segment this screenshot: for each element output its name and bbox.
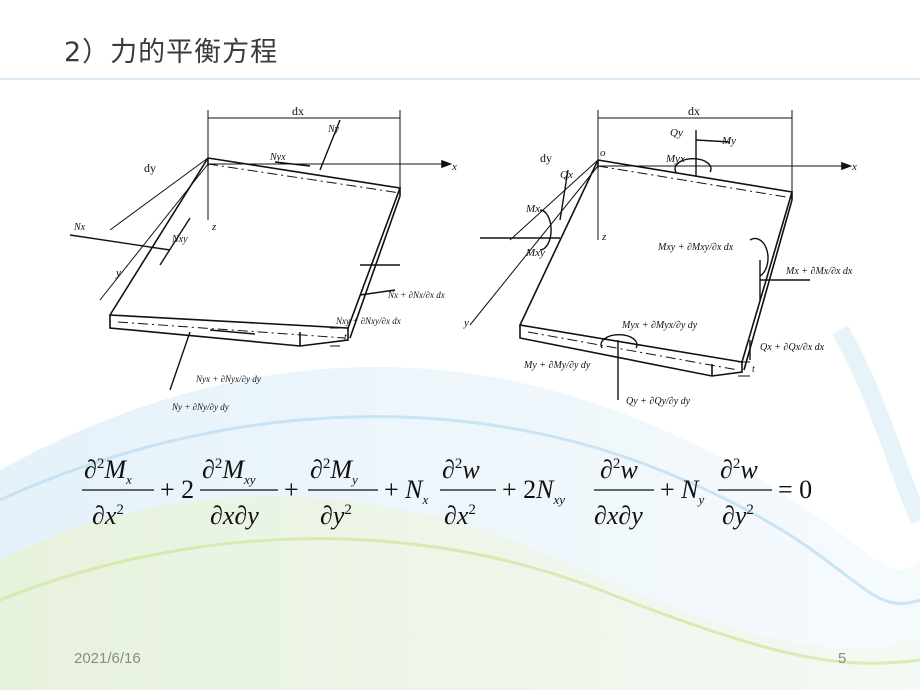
svg-text:+ 2: + 2 (160, 475, 194, 504)
right-label-my: My (721, 135, 736, 147)
left-label-nx: Nx (73, 222, 86, 233)
right-label-mx: Mx (525, 203, 540, 215)
right-label-myx-plus: Myx + ∂Myx/∂y dy (621, 320, 698, 331)
svg-text:∂x2: ∂x2 (444, 501, 476, 530)
svg-text:∂x2: ∂x2 (92, 501, 124, 530)
svg-text:∂2My: ∂2My (310, 455, 358, 487)
right-label-myx: Myx (665, 153, 685, 165)
left-label-nx-plus: Nx + ∂Nx/∂x dx (387, 290, 445, 300)
right-plate-figure: dx dy o x y z Qy My Myx Qx Mx Mxy Mxy + … (463, 104, 857, 407)
slide-title: 2）力的平衡方程 (64, 37, 279, 68)
left-label-nxy-plus: Nxy + ∂Nxy/∂x dx (335, 316, 401, 326)
right-label-qy-plus: Qy + ∂Qy/∂y dy (626, 396, 691, 407)
svg-text:∂x∂y: ∂x∂y (210, 501, 259, 530)
svg-text:+: + (284, 475, 299, 504)
right-label-t: t (752, 364, 755, 375)
svg-text:+ Nx: + Nx (384, 475, 429, 507)
equilibrium-equation: ∂2Mx ∂x2 + 2 ∂2Mxy ∂x∂y + ∂2My ∂y2 + Nx … (82, 455, 812, 530)
left-plate-figure: dx dy x y z Ny Nyx Nx Nxy Nx + ∂Nx/∂x dx… (69, 104, 457, 412)
left-dim-dy: dy (144, 161, 156, 175)
right-axis-x: x (851, 161, 857, 173)
left-dim-dx: dx (292, 104, 304, 118)
svg-text:∂2w: ∂2w (600, 455, 638, 484)
left-label-nyx-plus: Nyx + ∂Nyx/∂y dy (195, 374, 261, 384)
right-dim-dx: dx (688, 104, 700, 118)
svg-text:∂y2: ∂y2 (320, 501, 352, 530)
title-band (0, 0, 920, 80)
right-dim-dy: dy (540, 151, 552, 165)
left-label-nyx: Nyx (269, 152, 286, 163)
svg-text:+ Ny: + Ny (660, 475, 705, 507)
left-axis-y: y (115, 267, 121, 279)
left-label-ny: Ny (327, 124, 340, 135)
left-label-t: t (344, 332, 347, 343)
right-label-qx-plus: Qx + ∂Qx/∂x dx (760, 342, 825, 353)
right-label-mx-plus: Mx + ∂Mx/∂x dx (785, 266, 853, 277)
svg-text:∂x∂y: ∂x∂y (594, 501, 643, 530)
right-label-mxy: Mxy (525, 247, 545, 259)
svg-text:∂2Mxy: ∂2Mxy (202, 455, 256, 487)
footer-date: 2021/6/16 (74, 650, 141, 667)
right-axis-z: z (601, 231, 607, 243)
right-label-mxy-plus: Mxy + ∂Mxy/∂x dx (657, 242, 734, 253)
svg-text:∂y2: ∂y2 (722, 501, 754, 530)
right-origin: o (600, 147, 606, 159)
left-axis-z: z (211, 221, 217, 233)
left-label-nxy: Nxy (171, 234, 188, 245)
right-label-qy: Qy (670, 127, 683, 139)
left-axis-x: x (451, 161, 457, 173)
svg-text:+ 2Nxy: + 2Nxy (502, 475, 565, 507)
right-axis-y: y (463, 317, 469, 329)
page-number: 5 (838, 650, 847, 667)
right-label-qx: Qx (560, 169, 573, 181)
right-label-my-plus: My + ∂My/∂y dy (523, 360, 591, 371)
svg-text:∂2w: ∂2w (442, 455, 480, 484)
svg-text:∂2Mx: ∂2Mx (84, 455, 132, 487)
svg-text:= 0: = 0 (778, 475, 812, 504)
plate-top-face (108, 157, 402, 329)
plate-top-face (518, 159, 794, 363)
left-label-ny-plus: Ny + ∂Ny/∂y dy (171, 402, 229, 412)
svg-text:∂2w: ∂2w (720, 455, 758, 484)
